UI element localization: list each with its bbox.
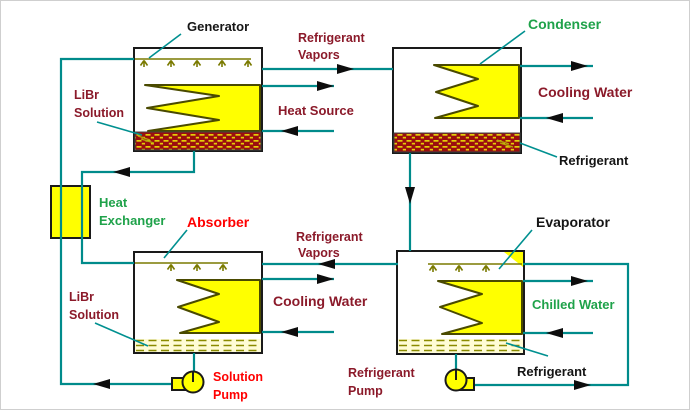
evaporator-coil — [437, 280, 523, 335]
pipe-solution-pump-to-generator — [59, 57, 173, 386]
arrow-chilled-water-out — [571, 276, 588, 286]
refrigerant-pump-icon — [444, 368, 475, 392]
cooling-water-absorber-label: Cooling Water — [273, 293, 368, 309]
arrow-solution-pump-out — [93, 379, 110, 389]
evaporator-refrigerant-band — [398, 339, 523, 353]
arrow-condenser-to-evaporator — [405, 187, 415, 204]
libr-solution-absorber-label: LiBr Solution — [69, 290, 119, 322]
absorber-libr-solution-band — [135, 339, 261, 352]
svg-text:Refrigerant: Refrigerant — [296, 230, 364, 244]
condenser-band-scribble — [496, 139, 514, 148]
solution-pump-icon — [171, 370, 205, 394]
absorber-label: Absorber — [187, 214, 250, 230]
svg-text:Solution: Solution — [213, 370, 263, 384]
refrigerant-vapors-mid-label: Refrigerant Vapors — [296, 230, 364, 260]
refrigerant-vapors-top-label: Refrigerant Vapors — [298, 31, 366, 62]
arrow-heat-source-in — [281, 126, 298, 136]
arrow-chilled-water-in — [546, 328, 563, 338]
svg-text:Solution: Solution — [69, 308, 119, 322]
arrow-cooling-water-out-absorber — [317, 274, 334, 284]
pipe-generator-to-absorber — [80, 151, 196, 265]
arrow-cooling-water-in-condenser — [546, 113, 563, 123]
svg-text:LiBr: LiBr — [74, 88, 99, 102]
absorber-coil — [176, 279, 261, 334]
condenser-label: Condenser — [528, 16, 602, 32]
arrow-vapor-to-absorber — [318, 259, 335, 269]
generator-spray-header — [135, 58, 253, 68]
svg-text:Vapors: Vapors — [298, 48, 340, 62]
svg-text:Solution: Solution — [74, 106, 124, 120]
leader-evaporator — [498, 229, 533, 270]
leader-libr-solution-generator — [96, 121, 143, 136]
cooling-water-condenser-label: Cooling Water — [538, 84, 633, 100]
svg-text:Refrigerant: Refrigerant — [298, 31, 366, 45]
generator-coil — [144, 84, 261, 132]
leader-refrigerant-condenser — [519, 142, 558, 158]
condenser-coil — [433, 64, 520, 119]
generator-band-scribble — [137, 135, 155, 144]
refrigerant-pump-label: Refrigerant Pump — [348, 366, 416, 398]
generator-label: Generator — [187, 19, 249, 34]
refrigerant-condenser-label: Refrigerant — [559, 153, 629, 168]
solution-pump-label: Solution Pump — [213, 370, 263, 402]
libr-solution-generator-label: LiBr Solution — [74, 88, 124, 120]
evaporator-spray-header — [428, 263, 522, 273]
absorber-spray-header — [135, 262, 228, 272]
leader-condenser — [479, 30, 526, 65]
arrow-cooling-water-in-absorber — [281, 327, 298, 337]
svg-text:Pump: Pump — [348, 384, 383, 398]
heat-exchanger-label: Heat Exchanger — [99, 195, 165, 228]
arrow-heat-source-out — [317, 81, 334, 91]
chilled-water-label: Chilled Water — [532, 297, 615, 312]
svg-text:Exchanger: Exchanger — [99, 213, 165, 228]
leader-libr-solution-absorber — [94, 322, 149, 347]
generator-libr-solution-band — [134, 131, 262, 151]
svg-text:LiBr: LiBr — [69, 290, 94, 304]
evaporator-label: Evaporator — [536, 214, 610, 230]
svg-text:Vapors: Vapors — [298, 246, 340, 260]
leader-absorber — [163, 229, 188, 259]
heat-source-label: Heat Source — [278, 103, 354, 118]
leader-generator — [148, 33, 182, 59]
refrigerant-evaporator-label: Refrigerant — [517, 364, 587, 379]
leader-refrigerant-evaporator — [505, 342, 549, 357]
arrow-generator-to-hx — [113, 167, 130, 177]
svg-text:Pump: Pump — [213, 388, 248, 402]
arrow-cooling-water-out-condenser — [571, 61, 588, 71]
heat-exchanger-block — [50, 185, 91, 239]
pipe-refrigerant-recirculation — [471, 262, 630, 387]
arrow-vapor-to-condenser — [337, 64, 354, 74]
svg-text:Heat: Heat — [99, 195, 128, 210]
condenser-refrigerant-band — [393, 132, 521, 153]
arrow-refrigerant-pump-out — [574, 380, 591, 390]
svg-text:Refrigerant: Refrigerant — [348, 366, 416, 380]
